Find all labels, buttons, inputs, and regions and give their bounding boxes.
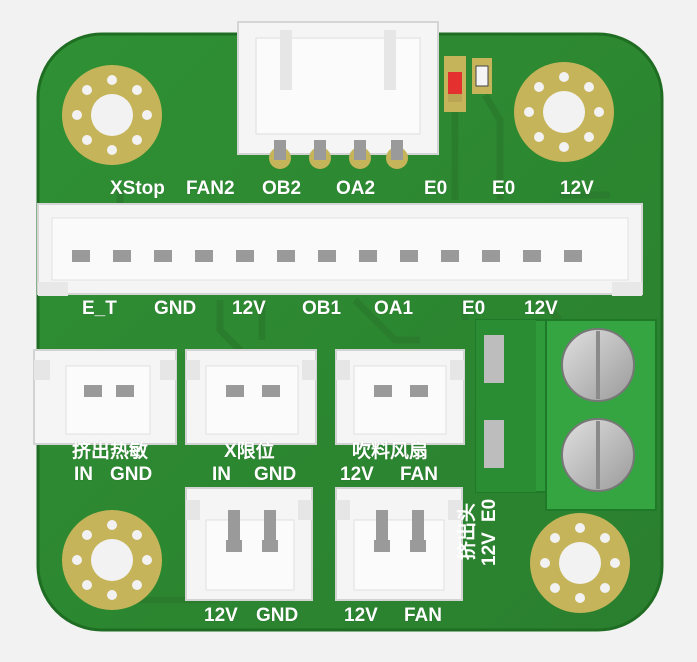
mounting-hole-br: [530, 513, 630, 613]
connector-bottom-right: [335, 487, 463, 601]
label-x-limit-title: X限位: [224, 441, 275, 462]
label-e-t: E_T: [82, 298, 117, 319]
label-12v-header-b: 12V: [524, 298, 558, 319]
connector-x-limit: [185, 349, 317, 445]
mounting-hole-tl: [62, 65, 162, 165]
label-bottom-left-12v: 12V: [204, 605, 238, 626]
label-e0-top-b: E0: [492, 178, 516, 199]
label-oa2: OA2: [336, 178, 376, 199]
13pin-header: [37, 203, 643, 296]
label-blower-fan-12v: 12V: [340, 464, 374, 485]
label-e0-header: E0: [462, 298, 486, 319]
label-fan2: FAN2: [186, 178, 235, 199]
label-extruder-head-12v: 12V: [479, 532, 500, 566]
status-led: [444, 56, 466, 112]
label-xstop: XStop: [110, 178, 165, 199]
label-gnd-header: GND: [154, 298, 197, 319]
label-blower-fan-title: 吹料风扇: [352, 441, 429, 462]
connector-blower-fan: [335, 349, 465, 445]
mounting-hole-bl: [62, 510, 162, 610]
mounting-hole-tr: [514, 62, 614, 162]
label-extruder-head-e0: E0: [479, 498, 500, 522]
label-ob2: OB2: [262, 178, 302, 199]
top-4pin-connector: [237, 21, 439, 169]
label-ob1: OB1: [302, 298, 342, 319]
label-bottom-left-gnd: GND: [256, 605, 299, 626]
connector-extruder-thermistor: [33, 349, 177, 445]
connector-bottom-left: [185, 487, 313, 601]
label-bottom-right-12v: 12V: [344, 605, 378, 626]
label-extruder-thermistor-gnd: GND: [110, 464, 153, 485]
label-12v-top: 12V: [560, 178, 594, 199]
label-e0-top-a: E0: [424, 178, 448, 199]
label-extruder-thermistor-in: IN: [74, 464, 93, 485]
label-blower-fan-fan: FAN: [400, 464, 438, 485]
label-extruder-head-title: 挤出头: [457, 502, 478, 560]
screw-terminal-block: [475, 319, 657, 511]
label-extruder-thermistor-title: 挤出热敏: [72, 441, 149, 462]
label-bottom-right-fan: FAN: [404, 605, 442, 626]
label-oa1: OA1: [374, 298, 414, 319]
resistor: [472, 58, 492, 94]
label-x-limit-gnd: GND: [254, 464, 297, 485]
label-x-limit-in: IN: [212, 464, 231, 485]
label-12v-header: 12V: [232, 298, 266, 319]
